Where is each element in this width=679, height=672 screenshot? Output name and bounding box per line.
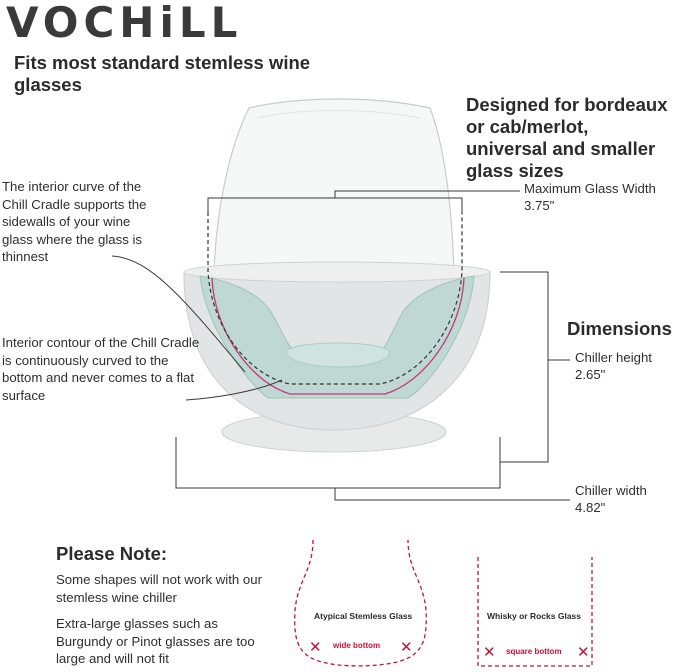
max-glass-width-label: Maximum Glass Width (524, 181, 656, 196)
chiller-width-label: Chiller width (575, 483, 647, 498)
designed-for-headline: Designed for bordeaux or cab/merlot, uni… (466, 94, 668, 181)
please-note-line-1: Some shapes will not work with our steml… (56, 572, 262, 605)
interior-curve-note: The interior curve of the Chill Cradle s… (2, 179, 147, 264)
x-mark-icon: ✕ (577, 644, 590, 661)
chiller-height-value: 2.65" (575, 367, 606, 382)
please-note-title: Please Note: (56, 543, 168, 564)
wide-bottom-label: wide bottom (333, 641, 381, 650)
rocks-glass-label: Whisky or Rocks Glass (487, 611, 582, 621)
x-mark-icon: ✕ (400, 639, 413, 656)
atypical-glass-outline (294, 539, 427, 667)
interior-contour-note: Interior contour of the Chill Cradle is … (2, 335, 200, 403)
width-bracket (175, 437, 501, 489)
chiller-height-label: Chiller height (575, 350, 652, 365)
chill-cradle (199, 275, 475, 399)
dimensions-title: Dimensions (567, 318, 672, 339)
max-glass-width-value: 3.75" (524, 198, 555, 213)
x-mark-icon: ✕ (483, 644, 496, 661)
atypical-glass-label: Atypical Stemless Glass (314, 611, 413, 621)
brand-logo: VOCHiLL (6, 0, 243, 47)
x-mark-icon: ✕ (309, 639, 322, 656)
chiller-height: Chiller height 2.65" (575, 349, 652, 383)
square-bottom-label: square bottom (506, 647, 562, 656)
max-glass-width: Maximum Glass Width 3.75" (524, 180, 656, 214)
please-note-line-2: Extra-large glasses such as Burgundy or … (56, 616, 255, 666)
fit-headline: Fits most standard stemless wine glasses (14, 52, 311, 95)
callout-line-curve (111, 255, 246, 373)
chiller-width-value: 4.82" (575, 500, 606, 515)
wine-glass (213, 98, 455, 273)
callout-line-contour (185, 379, 283, 401)
height-bracket (500, 271, 549, 463)
chiller-width: Chiller width 4.82" (575, 482, 647, 516)
